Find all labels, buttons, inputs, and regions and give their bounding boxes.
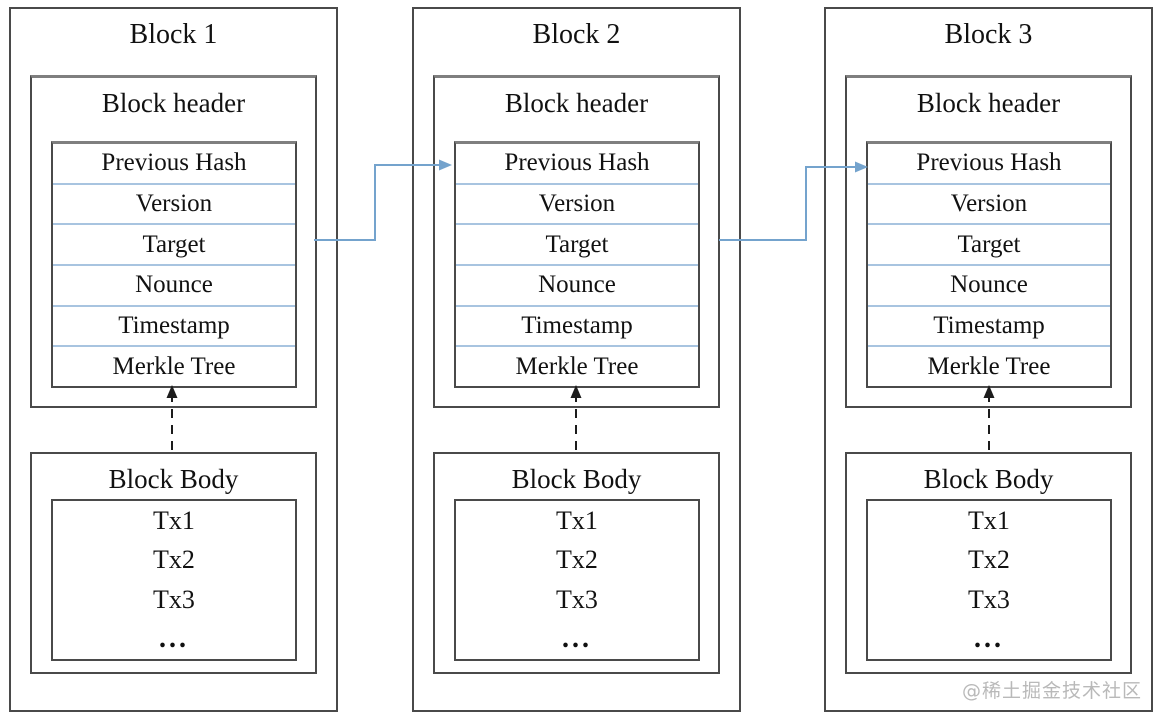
header-fields-table: Previous Hash Version Target Nounce Time… xyxy=(866,141,1112,388)
transaction-row-ellipsis: ... xyxy=(974,623,1004,655)
transaction-row: Tx1 xyxy=(153,505,195,535)
field-nounce: Nounce xyxy=(456,264,698,305)
block-3: Block 3 Block header Previous Hash Versi… xyxy=(824,7,1153,712)
field-nounce: Nounce xyxy=(53,264,295,305)
field-previous-hash: Previous Hash xyxy=(101,149,247,177)
block-body-box: Block Body Tx1 Tx2 Tx3 ... xyxy=(30,452,317,674)
transaction-row: Tx2 xyxy=(968,545,1010,575)
block-body-title: Block Body xyxy=(108,464,239,494)
block-header-box: Block header Previous Hash Version Targe… xyxy=(433,75,720,408)
block-2: Block 2 Block header Previous Hash Versi… xyxy=(412,7,741,712)
transactions-box: Tx1 Tx2 Tx3 ... xyxy=(866,499,1112,661)
block-header-box: Block header Previous Hash Version Targe… xyxy=(845,75,1132,408)
transaction-row: Tx3 xyxy=(968,584,1010,614)
field-previous-hash: Previous Hash xyxy=(504,149,650,177)
transaction-row-ellipsis: ... xyxy=(159,623,189,655)
header-fields-table: Previous Hash Version Target Nounce Time… xyxy=(51,141,297,388)
block-title: Block 3 xyxy=(944,19,1033,50)
block-title: Block 2 xyxy=(532,19,621,50)
field-target: Target xyxy=(456,223,698,264)
field-timestamp: Timestamp xyxy=(456,304,698,346)
block-body-title: Block Body xyxy=(511,464,642,494)
transaction-row: Tx3 xyxy=(556,584,598,614)
transaction-row: Tx3 xyxy=(153,584,195,614)
block-body-title: Block Body xyxy=(923,464,1054,494)
block-1: Block 1 Block header Previous Hash Versi… xyxy=(9,7,338,712)
transaction-row: Tx1 xyxy=(968,505,1010,535)
block-title: Block 1 xyxy=(129,19,218,50)
field-version: Version xyxy=(53,182,295,224)
transaction-row-ellipsis: ... xyxy=(562,623,592,655)
field-version: Version xyxy=(868,182,1110,224)
transaction-row: Tx2 xyxy=(153,545,195,575)
field-merkle-tree: Merkle Tree xyxy=(53,345,295,386)
block-header-title: Block header xyxy=(504,88,649,118)
block-header-title: Block header xyxy=(101,88,246,118)
block-body-box: Block Body Tx1 Tx2 Tx3 ... xyxy=(845,452,1132,674)
field-merkle-tree: Merkle Tree xyxy=(456,345,698,386)
block-header-box: Block header Previous Hash Version Targe… xyxy=(30,75,317,408)
block-header-title: Block header xyxy=(916,88,1061,118)
watermark: @稀土掘金技术社区 xyxy=(961,680,1142,702)
field-timestamp: Timestamp xyxy=(868,304,1110,346)
field-nounce: Nounce xyxy=(868,264,1110,305)
header-fields-table: Previous Hash Version Target Nounce Time… xyxy=(454,141,700,388)
transaction-row: Tx1 xyxy=(556,505,598,535)
field-merkle-tree: Merkle Tree xyxy=(868,345,1110,386)
transaction-row: Tx2 xyxy=(556,545,598,575)
transactions-box: Tx1 Tx2 Tx3 ... xyxy=(454,499,700,661)
field-previous-hash: Previous Hash xyxy=(916,149,1062,177)
block-body-box: Block Body Tx1 Tx2 Tx3 ... xyxy=(433,452,720,674)
transactions-box: Tx1 Tx2 Tx3 ... xyxy=(51,499,297,661)
field-version: Version xyxy=(456,182,698,224)
field-target: Target xyxy=(53,223,295,264)
field-target: Target xyxy=(868,223,1110,264)
field-timestamp: Timestamp xyxy=(53,304,295,346)
